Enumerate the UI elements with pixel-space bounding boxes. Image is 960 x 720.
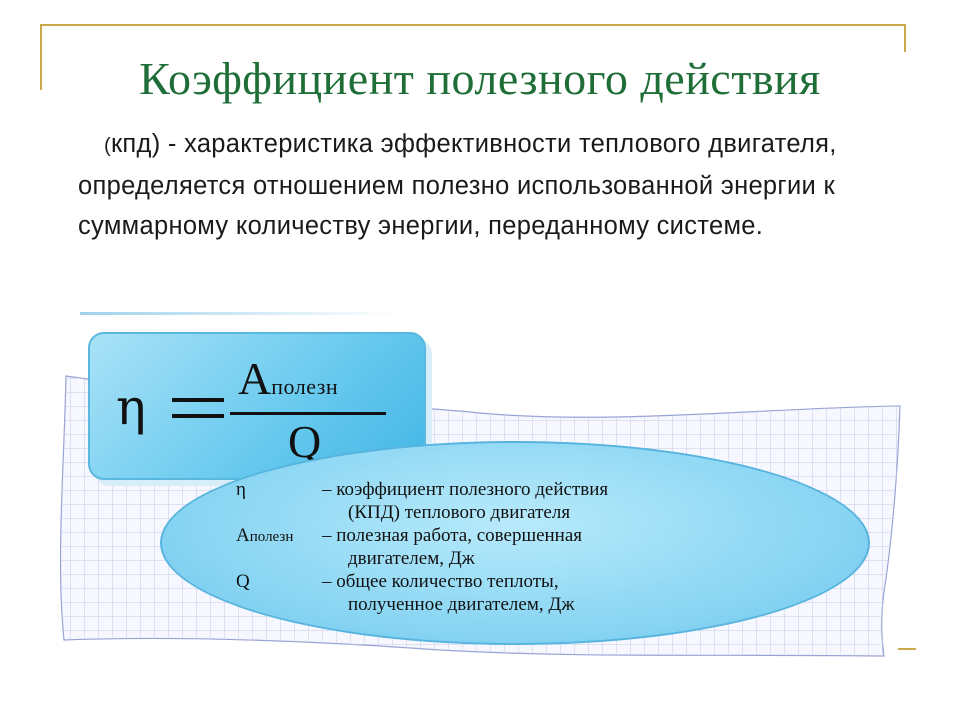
legend-symbol: Q: [236, 571, 250, 592]
frame-left-line: [40, 24, 42, 90]
legend-ellipse: [160, 441, 870, 645]
frame-top-line: [40, 24, 906, 26]
legend-row: (КПД) теплового двигателя: [236, 501, 836, 524]
legend-symbol: Aполезн: [236, 525, 294, 546]
description-paren: (: [104, 135, 111, 157]
description-text: кпд) - характеристика эффективности тепл…: [78, 130, 837, 240]
legend: η – коэффициент полезного действия (КПД)…: [236, 478, 836, 616]
frame-right-line: [904, 24, 906, 52]
legend-text: полученное двигателем, Дж: [348, 594, 575, 615]
legend-text: – общее количество теплоты,: [322, 571, 559, 592]
legend-row: Aполезн – полезная работа, совершенная: [236, 524, 836, 547]
slide-title: Коэффициент полезного действия: [139, 53, 821, 104]
paper-top-edge: [80, 312, 400, 315]
formula-fraction: Aполезн Q: [230, 356, 390, 469]
formula-equals-sign: [172, 398, 224, 420]
formula-efficiency-symbol: η: [116, 378, 146, 436]
legend-text: – коэффициент полезного действия: [322, 479, 609, 500]
legend-row: η – коэффициент полезного действия: [236, 478, 836, 501]
legend-text: двигателем, Дж: [348, 548, 475, 569]
legend-symbol: η: [236, 479, 246, 500]
legend-text: – полезная работа, совершенная: [322, 525, 583, 546]
corner-mark: [898, 648, 916, 650]
legend-text: (КПД) теплового двигателя: [348, 502, 571, 523]
formula-fraction-line: [230, 412, 386, 415]
legend-row: Q – общее количество теплоты,: [236, 570, 836, 593]
slide-description: (кпд) - характеристика эффективности теп…: [78, 124, 878, 246]
legend-row: двигателем, Дж: [236, 547, 836, 570]
formula-numerator: Aполезн: [238, 353, 339, 404]
legend-row: полученное двигателем, Дж: [236, 593, 836, 616]
